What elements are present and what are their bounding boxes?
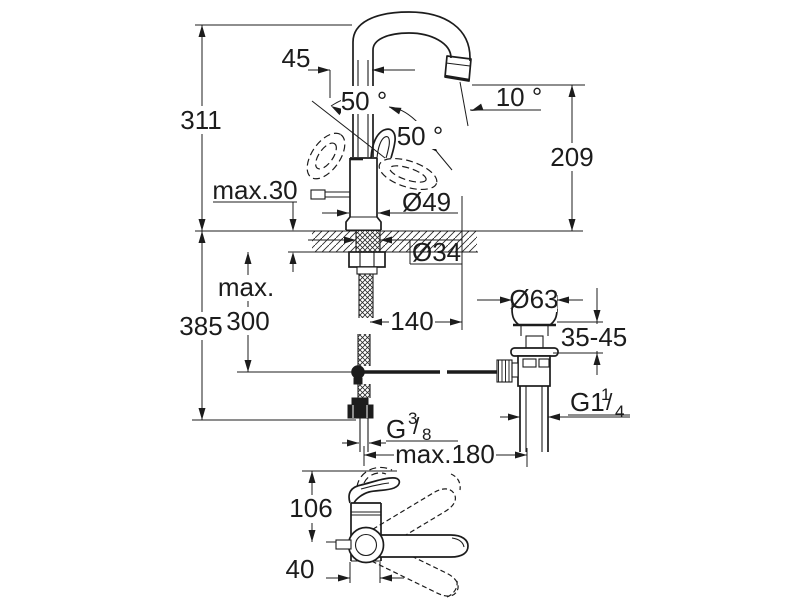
side-lever xyxy=(348,477,401,504)
motion-arc-top xyxy=(450,473,461,491)
hose-collar xyxy=(351,397,369,406)
lever-handle xyxy=(370,128,396,159)
motion-arc-bottom xyxy=(446,580,458,598)
valve-flange xyxy=(510,347,559,357)
dim-total-height-label: 311 xyxy=(180,105,221,135)
drain-thread-sub: 4 xyxy=(615,402,624,421)
faucet-body xyxy=(310,157,382,231)
drain-thread-slash: / xyxy=(606,389,613,415)
dim-spout-offset-label: 45 xyxy=(282,43,311,73)
supply-thread-nut xyxy=(347,404,374,419)
valve-tailpipe xyxy=(519,386,549,452)
drain-thread-sup: 1 xyxy=(601,385,610,404)
mounting-shank xyxy=(348,231,386,318)
label-backgrounds xyxy=(182,86,627,523)
dim-flange-diameter-label: Ø63 xyxy=(509,284,558,314)
dim-outlet-angle-label: 10 ° xyxy=(496,82,543,112)
valve-body xyxy=(517,355,551,387)
dimension-labels: 45 311 50 ° 50 ° 10 ° 209 max.30 Ø49 Ø34… xyxy=(179,43,627,584)
dim-supply-thread-label: G 3 / 8 xyxy=(386,409,431,444)
dim-hose-max-value: 300 xyxy=(226,306,269,336)
supply-thread-prefix: G xyxy=(386,414,406,444)
drain-thread-prefix: G1 xyxy=(570,387,605,417)
ball-joint xyxy=(351,365,365,379)
dim-max-spacing-label: max.180 xyxy=(395,439,495,469)
water-axis-line xyxy=(459,81,469,127)
pop-up-knob xyxy=(310,189,326,200)
side-spout-arm xyxy=(365,534,469,558)
dim-hose-offset-label: 140 xyxy=(390,306,433,336)
dim-clamping-range-label: 35-45 xyxy=(561,322,628,352)
dim-below-deck-length-label: 385 xyxy=(179,311,222,341)
supply-thread-slash: / xyxy=(413,413,420,439)
plug-pin xyxy=(525,335,544,349)
dim-side-base-depth-label: 40 xyxy=(286,554,315,584)
dim-base-diameter-label: Ø49 xyxy=(402,187,451,217)
supply-thread-sub: 8 xyxy=(422,425,431,444)
dim-max-deck-thickness-label: max.30 xyxy=(212,175,297,205)
supply-hose xyxy=(347,334,374,452)
rod-connector-knurl xyxy=(496,359,513,383)
dim-spout-height-label: 209 xyxy=(550,142,593,172)
dim-lever-swing-right-label: 50 ° xyxy=(397,121,444,151)
dim-side-outlet-height-label: 106 xyxy=(289,493,332,523)
dim-hose-max-label: max. xyxy=(218,272,274,302)
swivel-joint-inner xyxy=(354,533,378,557)
drain-valve xyxy=(496,308,559,452)
supply-thread-sup: 3 xyxy=(408,409,417,428)
dim-hole-diameter-label: Ø34 xyxy=(412,237,461,267)
side-outlet-stub xyxy=(335,539,352,550)
spout xyxy=(352,11,472,157)
dim-drain-thread-label: G1 1 / 4 xyxy=(570,385,624,421)
dim-lever-swing-left-label: 50 ° xyxy=(341,86,388,116)
handle-raised-dashed xyxy=(356,466,393,488)
side-view xyxy=(335,466,469,598)
